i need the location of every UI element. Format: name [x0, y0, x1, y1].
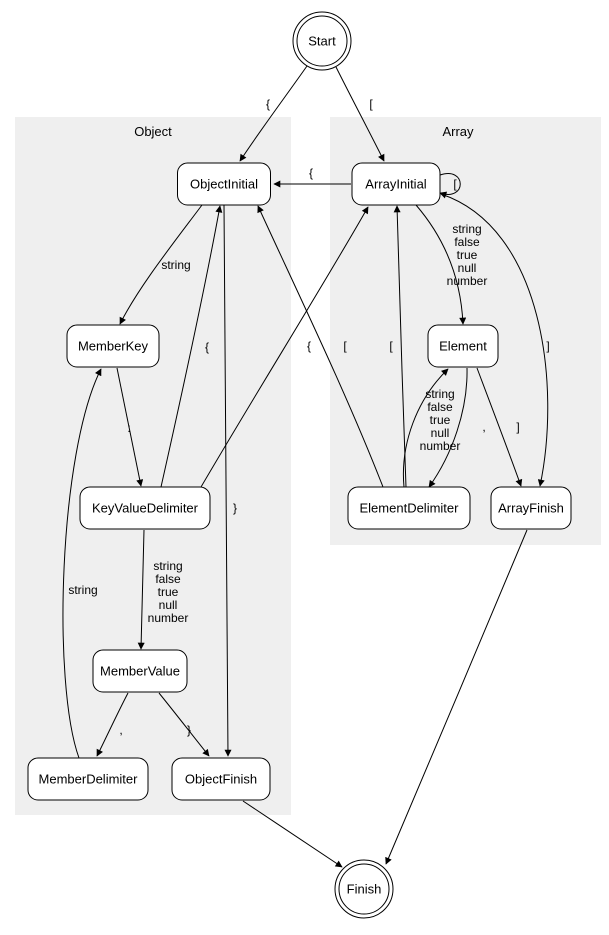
node-label-MemberValue: MemberValue [100, 664, 180, 679]
node-label-Element: Element [439, 339, 487, 354]
edge-ElementDelimiter-Element [402, 368, 449, 488]
edge-MemberDelimiter-MemberKey [62, 368, 102, 759]
edge-ElementDelimiter-ArrayInitial [393, 205, 407, 488]
edge-label-ArrayInitial-ArrayInitial: [ [453, 177, 457, 191]
node-label-Finish: Finish [347, 882, 382, 897]
cluster-label-array: Array [442, 124, 474, 139]
edge-Element-ElementDelimiter [428, 367, 468, 488]
edge-label-MemberValue-MemberDelimiter: , [119, 723, 122, 737]
node-label-ArrayInitial: ArrayInitial [365, 177, 427, 192]
edge-ArrayInitial-Element [415, 204, 467, 325]
edge-label-KeyValueDelimiter-ArrayInitial: [ [343, 339, 347, 353]
edge-Start-ObjectInitial [239, 65, 308, 162]
cluster-label-object: Object [134, 124, 172, 139]
node-Start: Start [292, 11, 352, 71]
edge-label-Start-ArrayInitial: [ [369, 97, 373, 111]
edge-label-ArrayInitial-ArrayFinish: ] [546, 339, 549, 353]
node-ArrayFinish: ArrayFinish [490, 486, 572, 530]
cluster-object [15, 117, 291, 815]
node-label-MemberDelimiter: MemberDelimiter [39, 772, 139, 787]
node-label-ObjectInitial: ObjectInitial [190, 177, 258, 192]
edge-ObjectFinish-Finish [242, 800, 343, 868]
edge-label-ArrayInitial-ObjectInitial: { [309, 166, 313, 180]
node-ObjectFinish: ObjectFinish [171, 757, 271, 801]
node-label-ObjectFinish: ObjectFinish [185, 772, 257, 787]
node-Finish: Finish [334, 859, 394, 919]
node-label-Start: Start [308, 34, 336, 49]
edge-MemberValue-ObjectFinish [158, 692, 210, 757]
node-MemberValue: MemberValue [92, 649, 188, 693]
node-label-ElementDelimiter: ElementDelimiter [360, 501, 460, 516]
edge-label-ElementDelimiter-ArrayInitial: [ [389, 339, 393, 353]
edge-ElementDelimiter-ObjectInitial [257, 205, 384, 488]
edge-KeyValueDelimiter-MemberValue [137, 529, 145, 650]
edge-MemberKey-KeyValueDelimiter [116, 367, 144, 487]
node-MemberKey: MemberKey [66, 324, 160, 368]
edge-KeyValueDelimiter-ObjectInitial [160, 205, 223, 488]
edge-ArrayFinish-Finish [385, 529, 528, 865]
node-Element: Element [427, 324, 499, 368]
edge-MemberValue-MemberDelimiter [96, 692, 129, 757]
node-KeyValueDelimiter: KeyValueDelimiter [79, 486, 211, 530]
edge-label-ObjectInitial-MemberKey: string [161, 258, 190, 272]
edge-ArrayInitial-ArrayFinish [440, 193, 549, 487]
node-ArrayInitial: ArrayInitial [351, 162, 441, 206]
node-ObjectInitial: ObjectInitial [177, 162, 271, 206]
edge-label-ObjectInitial-ObjectFinish: } [233, 501, 237, 515]
edge-KeyValueDelimiter-ArrayInitial [200, 206, 369, 488]
edge-ObjectInitial-MemberKey [119, 204, 203, 325]
edge-Element-ArrayFinish [476, 367, 523, 487]
edge-label-KeyValueDelimiter-ObjectInitial: { [205, 340, 209, 354]
edge-label-Element-ArrayFinish: ] [516, 420, 519, 434]
edge-label-Element-ElementDelimiter: , [482, 420, 485, 434]
edge-label-MemberDelimiter-MemberKey: string [68, 583, 97, 597]
node-ElementDelimiter: ElementDelimiter [347, 486, 471, 530]
node-label-MemberKey: MemberKey [78, 339, 149, 354]
edge-label-Start-ObjectInitial: { [266, 97, 270, 111]
node-label-KeyValueDelimiter: KeyValueDelimiter [92, 501, 199, 516]
edge-label-MemberKey-KeyValueDelimiter: : [127, 421, 130, 435]
node-label-ArrayFinish: ArrayFinish [498, 501, 564, 516]
edge-ArrayInitial-ArrayInitial [439, 173, 461, 199]
edge-label-MemberValue-ObjectFinish: } [187, 723, 191, 737]
node-MemberDelimiter: MemberDelimiter [27, 757, 149, 801]
edge-label-ElementDelimiter-ObjectInitial: { [307, 339, 311, 353]
edge-Start-ArrayInitial [335, 66, 385, 162]
